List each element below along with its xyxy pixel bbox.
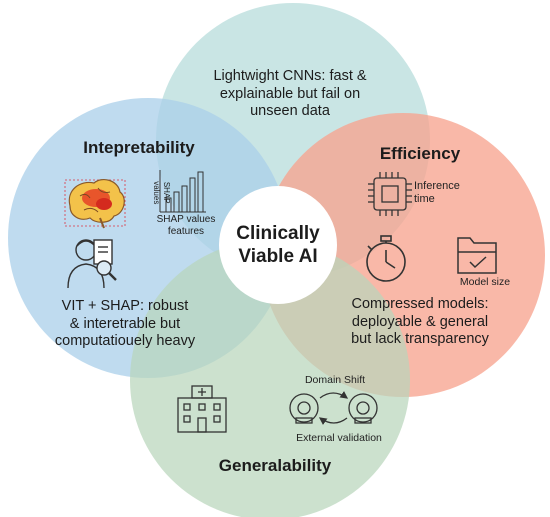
center-label-line-2: Viable AI	[238, 245, 318, 267]
top-circle-text: Lightwight CNNs: fast & explainable but …	[190, 68, 390, 121]
hospital-icon	[177, 385, 227, 433]
left-circle-text: VIT + SHAP: robust & interetrable but co…	[40, 298, 210, 351]
efficiency-title: Efficiency	[379, 144, 461, 163]
right-text-line-3: but lack transparency	[351, 331, 489, 348]
brain-heatmap-icon	[64, 179, 126, 229]
circle-bottom	[130, 240, 410, 517]
scanner-icon	[289, 391, 378, 425]
inference-time-label: Inference time	[414, 180, 474, 207]
shap-caption-line-1: SHAP values	[156, 214, 216, 225]
cpu-chip-icon	[368, 172, 412, 216]
stopwatch-icon	[366, 235, 406, 282]
center-label: Clinically Viable AI	[224, 223, 332, 269]
external-validation-label: External validation	[296, 432, 382, 444]
left-text-line-1: VIT + SHAP: robust	[61, 298, 189, 314]
interpretability-title: Intepretability	[83, 138, 195, 157]
bar-chart-icon	[159, 170, 206, 213]
researcher-magnifier-icon	[67, 239, 117, 289]
shap-caption-line-2: features	[167, 226, 205, 238]
domain-shift-label: Domain Shift	[304, 374, 366, 386]
shap-axis-label: SHAP values	[152, 181, 171, 205]
generalability-title: Generalability	[218, 456, 332, 475]
right-circle-text: Compressed models: deployable & general …	[330, 296, 510, 349]
inference-label-line-1: Inference	[414, 180, 460, 192]
center-circle	[219, 186, 337, 304]
right-text-line-1: Compressed models:	[351, 296, 489, 312]
model-size-label: Model size	[459, 276, 511, 288]
top-text-line-3: unseen data	[250, 103, 330, 120]
inference-label-line-2: time	[414, 193, 435, 206]
top-text-line-1: Lightwight CNNs: fast &	[213, 68, 367, 84]
folder-check-icon	[457, 237, 497, 274]
right-text-line-2: deployable & general	[351, 313, 489, 330]
top-text-line-2: explainable but fail on	[219, 85, 361, 102]
shap-chart-caption: SHAP values features	[154, 214, 218, 238]
center-label-line-1: Clinically	[236, 223, 320, 244]
left-text-line-2: & interetrable but	[69, 315, 181, 332]
left-text-line-3: computatiouely heavy	[54, 333, 196, 350]
